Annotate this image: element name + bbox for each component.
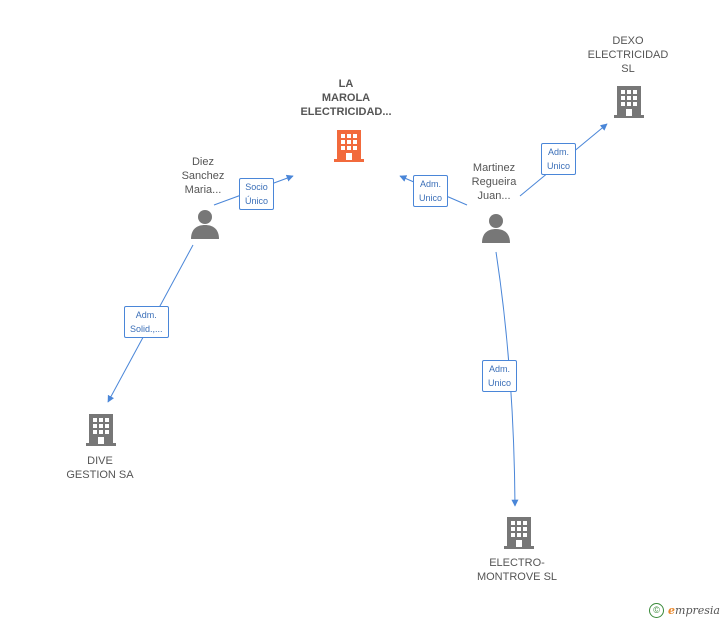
- brand-logo[interactable]: empresia: [668, 604, 720, 617]
- node-label-electro[interactable]: ELECTRO- MONTROVE SL: [476, 557, 558, 583]
- node-label-dive[interactable]: DIVE GESTION SA: [66, 455, 134, 481]
- person-icon-diez[interactable]: [190, 208, 220, 240]
- edge-label-diez-to-dive[interactable]: Adm. Solid.,...: [124, 306, 169, 338]
- node-label-dexo[interactable]: DEXO ELECTRICIDAD SL: [587, 35, 669, 75]
- person-icon-martinez[interactable]: [481, 212, 511, 244]
- building-icon-dexo[interactable]: [613, 84, 645, 118]
- edge-label-martinez-to-dexo[interactable]: Adm. Unico: [541, 143, 577, 175]
- node-label-diez[interactable]: Diez Sanchez Maria...: [181, 156, 225, 196]
- edge-label-martinez-to-electro[interactable]: Adm. Unico: [482, 360, 518, 392]
- node-label-martinez[interactable]: Martinez Regueira Juan...: [471, 162, 517, 202]
- edge-label-martinez-to-marola[interactable]: Adm. Unico: [413, 175, 449, 207]
- copyright-icon: ©: [649, 603, 665, 618]
- building-icon-electro[interactable]: [503, 515, 535, 549]
- building-icon-dive[interactable]: [85, 412, 117, 446]
- footer-brand: © empresia: [649, 603, 720, 618]
- node-label-la-marola[interactable]: LA MAROLA ELECTRICIDAD...: [300, 78, 392, 118]
- building-icon-la-marola[interactable]: [333, 128, 365, 162]
- edge-label-diez-to-marola[interactable]: Socio Único: [239, 178, 275, 210]
